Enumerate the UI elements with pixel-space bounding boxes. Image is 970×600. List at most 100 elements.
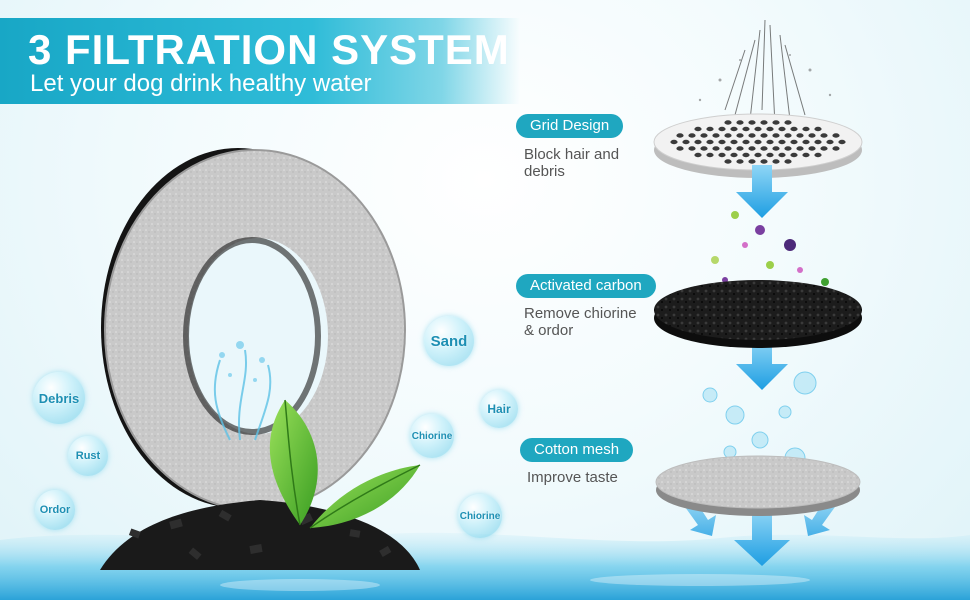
grid-hole	[754, 126, 762, 132]
bubble-label: Debris	[38, 390, 80, 406]
grid-hole	[694, 139, 702, 145]
grid-hole	[760, 133, 768, 138]
grid-hole	[730, 126, 738, 132]
grid-hole	[766, 126, 774, 132]
grid-hole	[790, 126, 798, 132]
header-banner	[0, 18, 520, 104]
grid-hole	[796, 146, 804, 151]
bubble-label: Ordor	[39, 504, 71, 516]
layer-desc-cotton: Improve taste	[527, 469, 647, 486]
grid-hole	[772, 133, 780, 138]
ring-filter	[101, 148, 406, 511]
grid-hole	[772, 120, 780, 125]
grid-hole	[826, 139, 834, 145]
grid-hole	[748, 120, 756, 125]
desc-line: debris	[524, 163, 565, 180]
bubble-chlorine-2: Chiorine	[458, 494, 502, 538]
grid-hole	[772, 146, 780, 151]
grid-hole	[772, 159, 780, 164]
grid-hole	[706, 152, 714, 158]
grid-hole	[700, 146, 708, 151]
grid-hole	[712, 146, 720, 151]
grid-hole	[742, 152, 750, 158]
grid-hole	[724, 159, 732, 164]
bubble-ordor: Ordor	[35, 490, 75, 530]
grid-hole	[736, 120, 744, 125]
page-title: 3 FILTRATION SYSTEM	[28, 26, 510, 73]
bubble-chlorine-1: Chiorine	[410, 414, 454, 458]
grid-hole	[748, 146, 756, 151]
grid-hole	[712, 133, 720, 138]
grid-hole	[760, 159, 768, 164]
grid-hole	[790, 152, 798, 158]
grid-hole	[820, 133, 828, 138]
bubble-label: Chiorine	[459, 510, 501, 522]
grid-hole	[754, 139, 762, 145]
layer-label-cotton: Cotton mesh	[520, 438, 634, 462]
grid-hole	[718, 139, 726, 145]
grid-hole	[814, 152, 822, 158]
layer-desc-carbon: Remove chiorine & ordor	[524, 305, 644, 339]
desc-line: & ordor	[524, 322, 574, 339]
grid-hole	[820, 146, 828, 151]
grid-hole	[796, 133, 804, 138]
grid-hole	[730, 139, 738, 145]
grid-hole	[802, 152, 810, 158]
grid-hole	[724, 133, 732, 138]
bubble-label: Chiorine	[411, 430, 453, 442]
grid-hole	[832, 146, 840, 151]
grid-hole	[718, 126, 726, 132]
grid-hole	[736, 159, 744, 164]
grid-hole	[688, 133, 696, 138]
grid-hole	[688, 146, 696, 151]
grid-hole	[730, 152, 738, 158]
grid-hole	[832, 133, 840, 138]
grid-hole	[742, 126, 750, 132]
cotton-disc	[655, 455, 861, 516]
bubble-rust: Rust	[68, 436, 108, 476]
grid-hole	[778, 126, 786, 132]
carbon-disc	[654, 280, 862, 348]
grid-hole	[700, 133, 708, 138]
grid-hole	[766, 139, 774, 145]
grid-hole	[676, 146, 684, 151]
grid-hole	[802, 126, 810, 132]
grid-hole	[784, 146, 792, 151]
grid-hole	[808, 146, 816, 151]
layer-label-grid: Grid Design	[516, 114, 624, 138]
bubble-label: Rust	[75, 450, 101, 462]
hair-debris	[724, 19, 806, 126]
bubble-sand: Sand	[424, 316, 474, 366]
grid-hole	[736, 146, 744, 151]
grid-hole	[676, 133, 684, 138]
desc-line: Block hair and	[524, 146, 620, 163]
desc-line: Remove chiorine	[524, 305, 637, 322]
grid-hole	[814, 126, 822, 132]
grid-hole	[784, 120, 792, 125]
bubble-debris: Debris	[33, 372, 85, 424]
grid-hole	[802, 139, 810, 145]
layer-desc-grid: Block hair and debris	[524, 146, 644, 180]
grid-hole	[760, 120, 768, 125]
grid-hole	[760, 146, 768, 151]
grid-hole	[778, 152, 786, 158]
grid-hole	[778, 139, 786, 145]
grid-hole	[682, 139, 690, 145]
bubble-label: Hair	[487, 402, 511, 416]
grid-hole	[814, 139, 822, 145]
grid-hole	[742, 139, 750, 145]
bubble-hair: Hair	[480, 390, 518, 428]
grid-hole	[748, 159, 756, 164]
grid-hole	[754, 152, 762, 158]
grid-hole	[706, 126, 714, 132]
desc-line: Improve taste	[527, 469, 618, 486]
grid-hole	[784, 159, 792, 164]
grid-hole	[694, 126, 702, 132]
leaves	[269, 399, 421, 529]
grid-hole	[694, 152, 702, 158]
layer-label-carbon: Activated carbon	[516, 274, 656, 298]
grid-hole	[718, 152, 726, 158]
grid-hole	[706, 139, 714, 145]
